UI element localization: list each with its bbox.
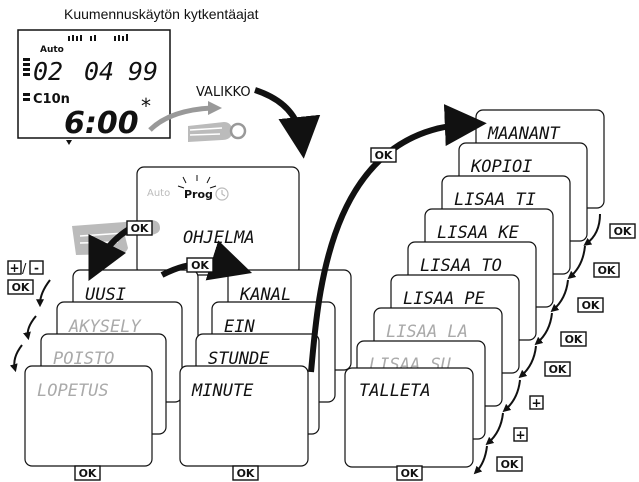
- ok-button[interactable]: OK: [232, 465, 259, 481]
- ok-button[interactable]: OK: [370, 147, 397, 163]
- ok-button[interactable]: OK: [7, 279, 34, 295]
- screen-label: UUSI: [85, 285, 126, 305]
- screen-label: KOPIOI: [470, 157, 532, 177]
- prog-screen: Auto Prog OHJELMA: [136, 166, 300, 276]
- screen-label: POISTO: [53, 349, 114, 369]
- signal-bars-icon: [68, 34, 128, 41]
- step-arrow: [550, 279, 569, 313]
- prog-label: Prog: [184, 188, 213, 201]
- screen-label: KANAL: [239, 285, 291, 305]
- column-1-screens: UUSI AKYSELY POISTO LOPETUS: [24, 269, 199, 467]
- minus-button-label: -: [34, 261, 39, 275]
- screen-label: MINUTE: [191, 381, 254, 401]
- lcd-time: 6:00: [64, 106, 139, 141]
- ok-button-label: OK: [191, 259, 209, 272]
- diagram-title: Kuumennuskäytön kytkentäajat: [64, 6, 259, 22]
- plus-button[interactable]: +: [513, 427, 528, 442]
- plus-button[interactable]: +: [7, 260, 22, 275]
- step-arrow: [583, 213, 601, 246]
- step-arrow: [473, 445, 488, 475]
- screen-label: LISAA LA: [386, 322, 468, 342]
- screen-label: LISAA TO: [420, 256, 502, 276]
- ok-button[interactable]: OK: [560, 331, 587, 347]
- step-arrow: [485, 412, 504, 446]
- prog-auto: Auto: [147, 188, 170, 199]
- ok-button[interactable]: OK: [396, 465, 423, 481]
- ok-button-label: OK: [501, 458, 519, 471]
- ok-button-label: OK: [237, 467, 255, 480]
- separator-slash: /: [22, 262, 27, 277]
- ok-button[interactable]: OK: [577, 297, 604, 313]
- pointer-triangle-icon: [66, 140, 72, 145]
- lcd-date-year: 99: [128, 57, 158, 86]
- plus-button[interactable]: +: [529, 395, 544, 410]
- plus-button-label: +: [531, 396, 541, 410]
- ok-button-label: OK: [565, 333, 583, 346]
- prog-highlight-icon: [177, 175, 217, 189]
- lcd-channel: C10n: [33, 92, 70, 107]
- ok-button[interactable]: OK: [609, 223, 636, 239]
- lcd-mode: Auto: [40, 45, 64, 55]
- lcd-date-month: 04: [84, 57, 114, 86]
- ok-button-label: OK: [598, 264, 616, 277]
- prog-menu-label: OHJELMA: [183, 228, 255, 248]
- screen-label: MAANANT: [487, 124, 561, 144]
- step-arrow: [23, 315, 37, 341]
- screen-label: TALLETA: [359, 381, 431, 401]
- lcd-display: Auto 02 04 99 C10n 6:00 *: [17, 29, 171, 145]
- ok-button-label: OK: [614, 225, 632, 238]
- ok-button[interactable]: OK: [126, 220, 153, 236]
- menu-label: VALIKKO: [196, 85, 251, 100]
- step-arrow: [502, 379, 521, 413]
- plus-button-label: +: [9, 261, 19, 275]
- screen-label: LISAA PE: [403, 289, 486, 309]
- step-arrow: [9, 344, 23, 373]
- plus-button-label: +: [515, 428, 525, 442]
- column-2-screens: KANAL EIN STUNDE MINUTE: [179, 269, 352, 467]
- step-arrow: [36, 279, 51, 308]
- sun-icon: *: [141, 94, 151, 118]
- ok-button[interactable]: OK: [74, 465, 101, 481]
- ok-button-label: OK: [131, 222, 149, 235]
- ok-button-label: OK: [375, 149, 393, 162]
- screen-label: LISAA KE: [437, 223, 520, 243]
- screen-label: EIN: [224, 317, 255, 337]
- press-button-icon: [188, 122, 247, 142]
- screen-label: AKYSELY: [68, 317, 142, 337]
- minute-to-maanant-arrow: [308, 104, 487, 373]
- ok-button-label: OK: [582, 299, 600, 312]
- column-3-screens: MAANANT KOPIOI LISAA TI LISAA KE LISAA T…: [344, 109, 605, 468]
- minus-button[interactable]: -: [29, 260, 44, 275]
- ok-button-label: OK: [79, 467, 97, 480]
- ok-button-label: OK: [549, 363, 567, 376]
- ok-button[interactable]: OK: [544, 361, 571, 377]
- step-arrow: [518, 345, 537, 379]
- level-bars-icon: [23, 58, 30, 101]
- step-arrow: [567, 245, 586, 280]
- screen-label: LISAA TI: [454, 190, 536, 210]
- screen-label: STUNDE: [208, 349, 270, 369]
- ok-button-label: OK: [12, 281, 30, 294]
- gray-arrow-icon: [148, 105, 213, 132]
- ok-button[interactable]: OK: [186, 257, 214, 273]
- clock-icon: [215, 187, 229, 201]
- ok-button-label: OK: [401, 467, 419, 480]
- step-arrow: [534, 312, 553, 346]
- menu-arrow: [254, 87, 321, 159]
- screen-label: LOPETUS: [37, 381, 109, 401]
- ok-button[interactable]: OK: [496, 456, 523, 472]
- lcd-date-day: 02: [33, 57, 63, 86]
- ok-button[interactable]: OK: [593, 262, 620, 278]
